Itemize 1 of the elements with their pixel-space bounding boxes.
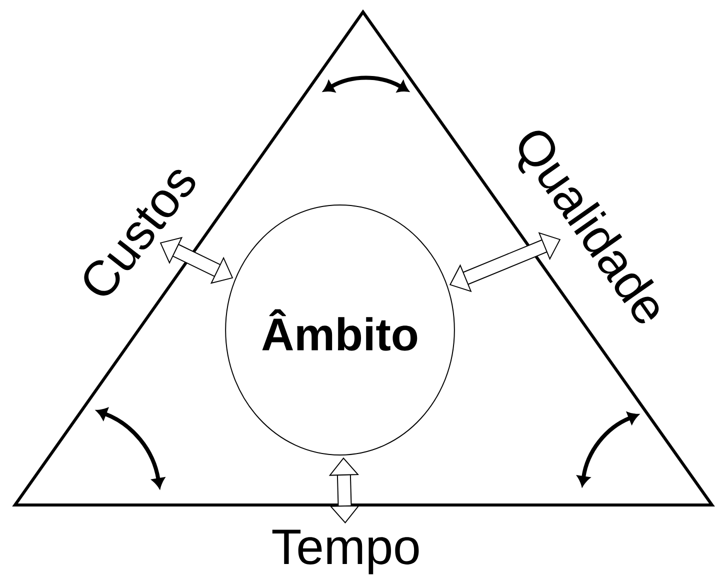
side-label: Tempo: [272, 530, 419, 574]
